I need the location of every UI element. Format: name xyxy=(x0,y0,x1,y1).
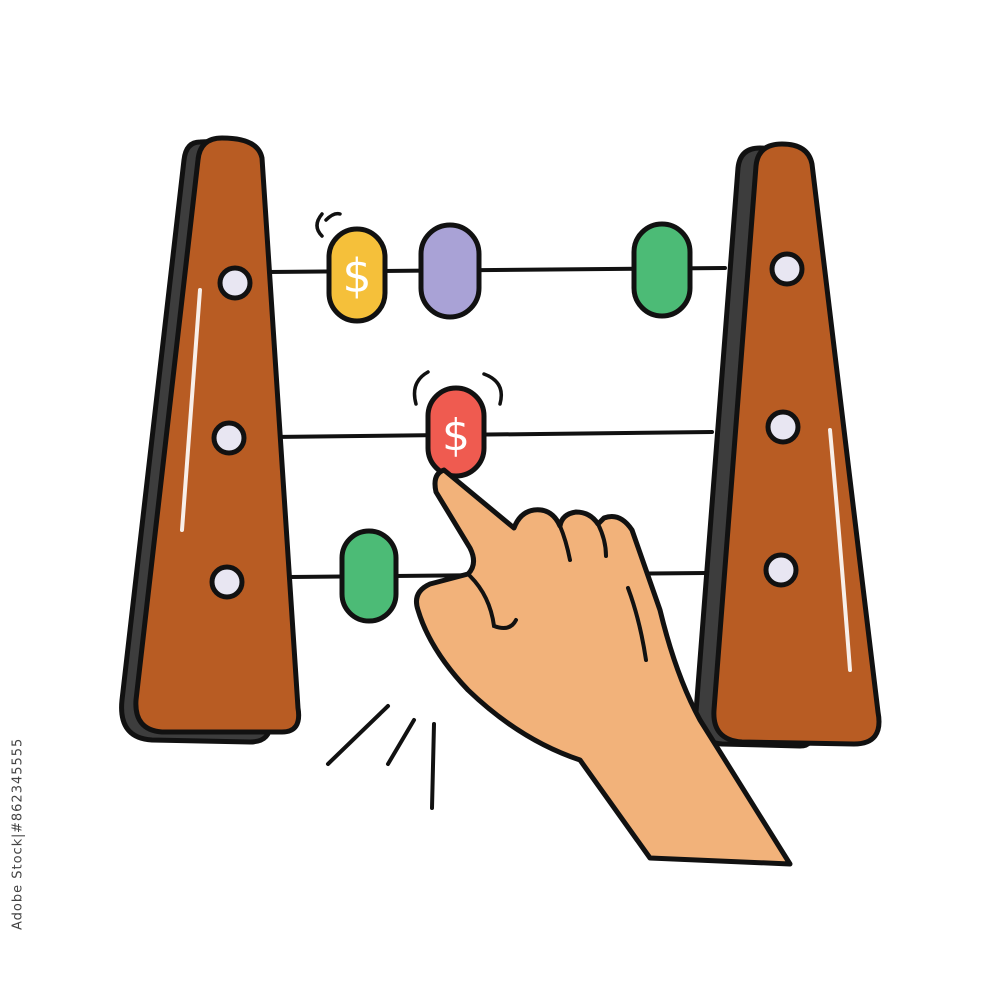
tap-line-3 xyxy=(430,722,436,810)
motion-mark-yellow-bead-2 xyxy=(324,211,342,222)
right-post-peg-hole-top xyxy=(769,251,805,287)
bead-purple xyxy=(418,222,482,320)
right-post-peg-hole-middle xyxy=(765,409,801,445)
finger-crease-1 xyxy=(558,524,572,562)
motion-mark-yellow-bead xyxy=(315,212,324,238)
abacus-right-post xyxy=(693,141,882,749)
abacus-rod-middle xyxy=(270,430,714,439)
left-post-peg-hole-bottom xyxy=(209,564,245,600)
stock-id-number: #862345555 xyxy=(10,737,26,833)
thumb-line xyxy=(468,574,518,630)
motion-mark-red-bead-right xyxy=(482,372,503,406)
bead-red-dollar-symbol: $ xyxy=(442,410,470,461)
tap-motion-lines xyxy=(326,704,436,810)
palm-line xyxy=(626,586,648,662)
finger-crease-2 xyxy=(596,522,608,558)
abacus-beads-top-row: $ xyxy=(315,211,693,324)
motion-mark-red-bead-left xyxy=(412,370,430,406)
tap-line-2 xyxy=(386,718,416,766)
abacus-left-post xyxy=(119,135,302,745)
right-post-peg-hole-bottom xyxy=(763,552,799,588)
right-post-wood xyxy=(711,141,882,747)
right-post-highlight xyxy=(828,428,852,672)
left-post-peg-hole-top xyxy=(217,265,253,301)
bead-yellow-dollar-symbol: $ xyxy=(342,249,371,303)
abacus-beads-middle-row: $ xyxy=(412,370,503,479)
bead-green-top xyxy=(631,221,693,319)
bead-red-dollar xyxy=(425,385,487,479)
stock-id-separator: | xyxy=(10,832,26,839)
tap-line-1 xyxy=(326,704,390,766)
left-post-peg-hole-middle xyxy=(211,420,247,456)
left-post-highlight xyxy=(180,288,202,532)
stock-id-caption: Adobe Stock | #862345555 xyxy=(8,738,28,931)
stock-id-prefix: Adobe Stock xyxy=(10,838,26,931)
pointing-hand xyxy=(414,467,793,867)
bead-yellow-dollar xyxy=(326,226,388,324)
bead-green-bottom xyxy=(339,528,399,624)
abacus-beads-bottom-row xyxy=(339,528,399,624)
